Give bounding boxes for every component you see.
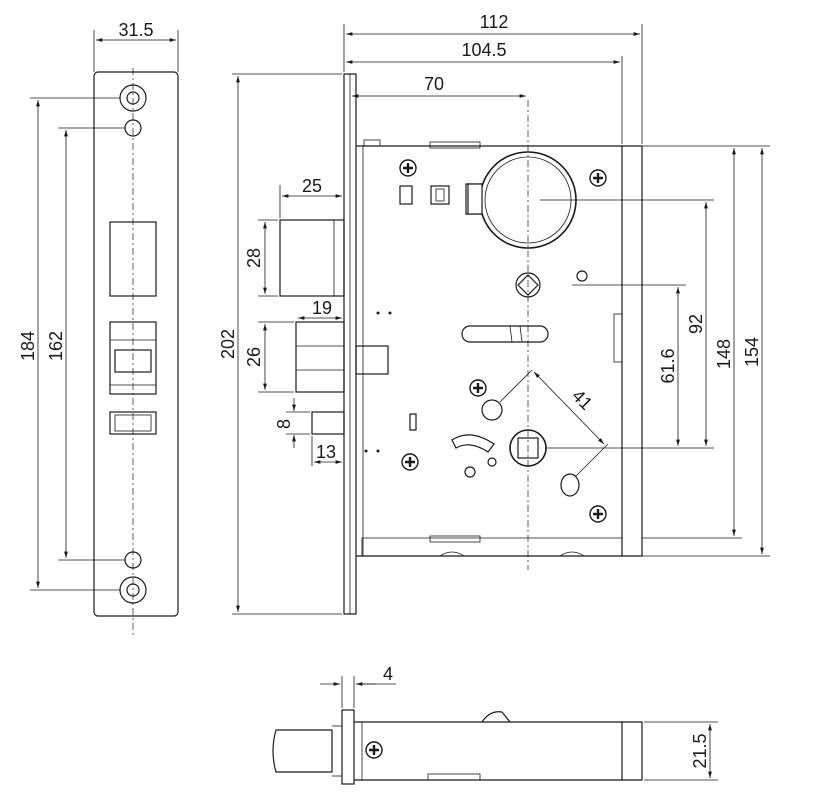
dim-case-thickness: 21.5 — [690, 733, 710, 768]
screw-icon — [364, 740, 384, 760]
dim-backset: 70 — [424, 74, 444, 94]
screw-icon — [398, 158, 418, 178]
dim-case-height-inner: 148 — [714, 339, 734, 369]
dim-faceplate-inner-hole-spacing: 162 — [46, 331, 66, 361]
bottom-bolt — [272, 729, 333, 773]
deadbolt — [279, 219, 345, 297]
latch-bolt — [295, 321, 345, 393]
guide-slot — [461, 325, 549, 343]
dim-faceplate-width: 31.5 — [118, 20, 153, 40]
bottom-view: 4 21.5 — [272, 664, 718, 785]
dim-latch-height: 26 — [244, 347, 264, 367]
dim-spindle-offset: 41 — [568, 386, 596, 414]
dim-faceplate-height: 202 — [218, 329, 238, 359]
screw-icon — [400, 452, 420, 472]
faceplate-trigger-opening — [109, 411, 157, 435]
faceplate-outline — [93, 71, 179, 617]
faceplate-deadbolt-opening — [109, 221, 157, 297]
lock-case — [356, 145, 623, 557]
trigger-bolt — [311, 411, 345, 435]
dim-front-plate-thickness: 4 — [383, 664, 393, 684]
dim-hub-to-spindle: 61.6 — [658, 348, 678, 383]
hub-center — [515, 272, 541, 298]
dim-case-depth: 104.5 — [461, 40, 506, 60]
bottom-front-plate — [341, 709, 355, 785]
dim-deadbolt-height: 28 — [244, 248, 264, 268]
lock-body-view: 112 104.5 70 25 28 19 26 8 13 — [218, 12, 770, 615]
dim-trigger-height: 8 — [274, 419, 294, 429]
screw-icon — [588, 168, 608, 188]
dim-deadbolt-throw: 25 — [302, 176, 322, 196]
screw-icon — [468, 378, 488, 398]
dim-cylinder-to-spindle: 92 — [686, 314, 706, 334]
dim-latch-throw: 19 — [312, 298, 332, 318]
dim-faceplate-outer-hole-spacing: 184 — [18, 331, 38, 361]
dim-trigger-throw: 13 — [316, 442, 336, 462]
dim-case-height: 154 — [742, 337, 762, 367]
dim-overall-depth: 112 — [480, 12, 509, 32]
faceplate-view: 31.5 184 162 — [18, 20, 179, 638]
faceplate-latch-opening — [109, 321, 157, 395]
bottom-case — [354, 721, 623, 781]
screw-icon — [588, 504, 608, 524]
